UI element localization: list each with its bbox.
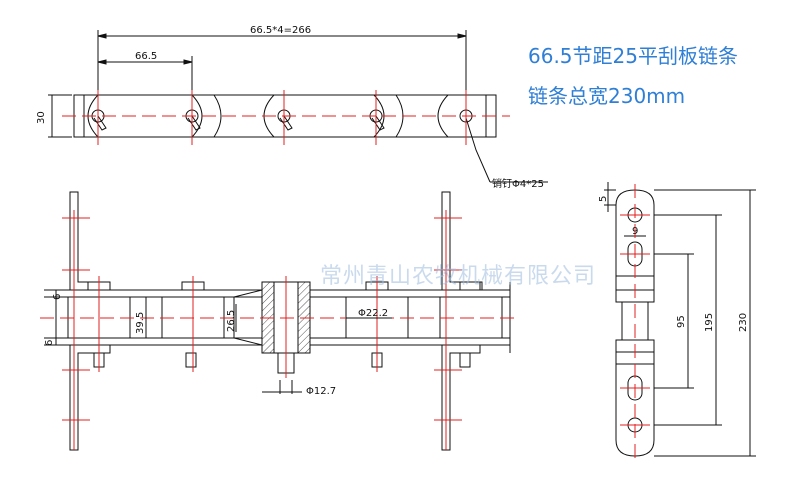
front-dimension-lines (44, 289, 392, 394)
dim-9: 9 (632, 226, 638, 237)
dim-6-bottom: 6 (44, 340, 55, 346)
dim-95: 95 (676, 315, 687, 328)
dim-26-5: 26.5 (226, 310, 237, 332)
dim-5: 5 (598, 196, 609, 202)
dim-22-2: Φ22.2 (358, 308, 388, 319)
dim-230: 230 (738, 313, 749, 332)
dim-total-pitch: 66.5*4=266 (250, 25, 311, 36)
dim-pin: 销钉Φ4*25 (492, 177, 544, 190)
top-centerlines (62, 90, 510, 145)
top-view (48, 30, 548, 183)
dim-6-top: 6 (52, 294, 63, 300)
watermark: 常州青山农牧机械有限公司 (320, 264, 597, 289)
front-centerlines (40, 210, 520, 450)
dim-195: 195 (704, 313, 715, 332)
title-line-1: 66.5节距25平刮板链条 (528, 44, 738, 68)
side-centerlines (620, 184, 650, 462)
dim-39-5: 39.5 (135, 312, 146, 334)
dim-12-7: Φ12.7 (306, 386, 336, 397)
dim-pitch: 66.5 (135, 51, 157, 62)
title-line-2: 链条总宽230mm (528, 84, 686, 108)
front-view (55, 191, 511, 451)
dim-height: 30 (36, 111, 47, 124)
